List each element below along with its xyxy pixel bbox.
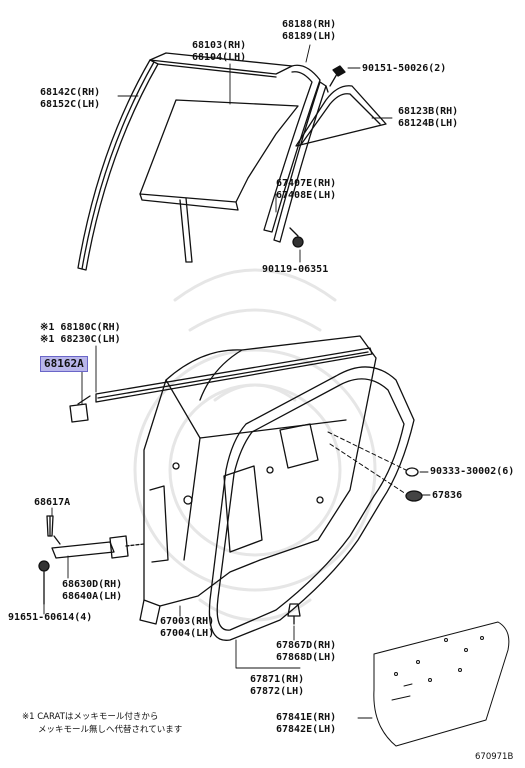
- diagram-code: 670971B: [475, 752, 514, 762]
- hole-plug-67836-icon: [405, 490, 423, 502]
- door-weatherstrip-part: [208, 366, 415, 641]
- leader-lines: [43, 44, 431, 719]
- label-68124b: 68124B(LH): [398, 118, 459, 129]
- label-67871: 67871(RH): [250, 674, 305, 685]
- label-68230c: ※1 68230C(LH): [40, 334, 121, 345]
- hinge-pin-icon: [46, 515, 54, 537]
- quarter-window-glass-part: [295, 85, 387, 147]
- footnote-line-1: ※1 CARATはメッキモール付きから: [22, 712, 159, 722]
- label-68123b: 68123B(RH): [398, 106, 459, 117]
- label-67841e: 67841E(RH): [276, 712, 337, 723]
- label-67003: 67003(RH): [160, 616, 215, 627]
- label-91651: 91651-60614(4): [8, 612, 93, 623]
- moulding-clip-icon: [69, 395, 91, 423]
- hole-plug-90333-icon: [405, 467, 419, 477]
- label-68152c: 68152C(LH): [40, 99, 101, 110]
- label-68640a: 68640A(LH): [62, 591, 123, 602]
- label-90119: 90119-06351: [262, 264, 329, 275]
- label-67867d: 67867D(RH): [276, 640, 337, 651]
- footnote-line-2: メッキモール無しへ代替されています: [38, 725, 183, 735]
- label-67408e: 67408E(LH): [276, 190, 337, 201]
- belt-moulding-part: [95, 347, 373, 403]
- label-90333: 90333-30002(6): [430, 466, 515, 477]
- weatherstrip-clip-icon: [287, 603, 301, 625]
- label-68188: 68188(RH): [282, 19, 337, 30]
- label-68103: 68103(RH): [192, 40, 247, 51]
- label-67836: 67836: [432, 490, 463, 501]
- label-68104: 68104(LH): [192, 52, 247, 63]
- watermark-emblem: [133, 268, 377, 622]
- service-hole-cover-part: [373, 621, 510, 747]
- bolt-90119-icon: [289, 227, 304, 248]
- label-68162a-highlighted[interactable]: 68162A: [40, 356, 88, 372]
- door-glass-part: [139, 99, 299, 211]
- label-68617a: 68617A: [34, 497, 71, 508]
- door-check-part: [51, 535, 145, 559]
- bolt-91651-icon: [38, 560, 50, 605]
- label-90151: 90151-50026(2): [362, 63, 447, 74]
- glass-run-part: [179, 64, 321, 263]
- division-bar-part: [273, 81, 329, 243]
- label-67868d: 67868D(LH): [276, 652, 337, 663]
- label-67004: 67004(LH): [160, 628, 215, 639]
- label-67407e: 67407E(RH): [276, 178, 337, 189]
- label-67842e: 67842E(LH): [276, 724, 337, 735]
- label-67872: 67872(LH): [250, 686, 305, 697]
- door-panel-part: [139, 335, 377, 625]
- label-68189: 68189(LH): [282, 31, 337, 42]
- label-68630d: 68630D(RH): [62, 579, 123, 590]
- screw-90151-icon: [329, 65, 346, 87]
- label-68180c: ※1 68180C(RH): [40, 322, 121, 333]
- label-68142c: 68142C(RH): [40, 87, 101, 98]
